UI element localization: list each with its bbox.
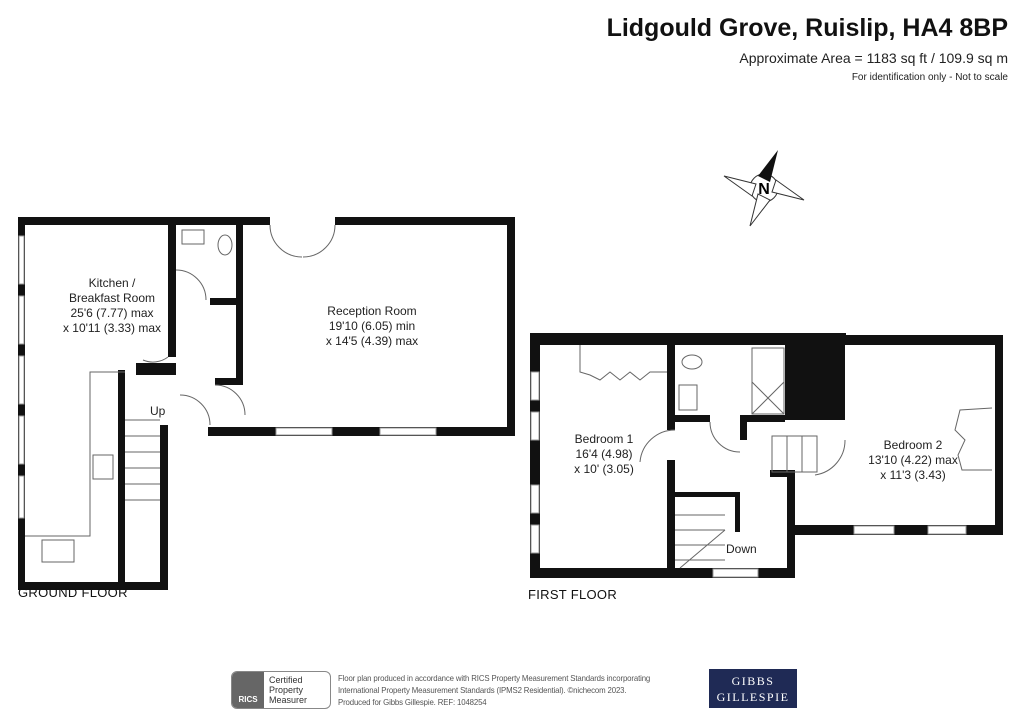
footer-line: Floor plan produced in accordance with R… bbox=[338, 673, 651, 683]
room-name: Breakfast Room bbox=[68, 291, 156, 305]
footer-line: Produced for Gibbs Gillespie. REF: 10482… bbox=[338, 697, 487, 707]
room-name: Reception Room bbox=[327, 304, 417, 318]
scale-note: For identification only - Not to scale bbox=[851, 72, 1008, 83]
room-dimension: 13'10 (4.22) max bbox=[868, 453, 958, 467]
room-name: Bedroom 2 bbox=[883, 438, 943, 452]
stairs-up-label: Up bbox=[150, 404, 166, 418]
brand-text: GILLESPIE bbox=[716, 690, 790, 704]
first-floor-fittings bbox=[579, 345, 993, 569]
rics-text: Certified bbox=[269, 675, 303, 685]
compass-icon: N bbox=[723, 150, 805, 227]
rics-text: Property bbox=[269, 685, 304, 695]
room-dimension: x 14'5 (4.39) max bbox=[325, 334, 419, 348]
ground-floor-fittings bbox=[25, 224, 336, 563]
property-title: Lidgould Grove, Ruislip, HA4 8BP bbox=[606, 14, 1008, 42]
first-floor-label: FIRST FLOOR bbox=[528, 587, 618, 602]
bedroom1-label: Bedroom 1 16'4 (4.98) x 10' (3.05) bbox=[574, 432, 634, 477]
room-dimension: 19'10 (6.05) min bbox=[328, 319, 416, 333]
ground-floor-windows bbox=[18, 235, 437, 519]
rics-logo: RICS bbox=[232, 672, 264, 708]
bedroom2-label: Bedroom 2 13'10 (4.22) max x 11'3 (3.43) bbox=[868, 438, 958, 483]
ground-floor-label: GROUND FLOOR bbox=[18, 585, 128, 600]
gibbs-gillespie-logo: GIBBS GILLESPIE bbox=[709, 669, 797, 708]
room-dimension: x 11'3 (3.43) bbox=[880, 468, 946, 482]
first-floor-walls bbox=[530, 333, 1003, 578]
approximate-area: Approximate Area = 1183 sq ft / 109.9 sq… bbox=[739, 50, 1008, 66]
ground-floor-walls bbox=[18, 217, 515, 590]
room-dimension: x 10'11 (3.33) max bbox=[62, 321, 162, 335]
brand-text: GIBBS bbox=[731, 674, 775, 688]
room-name: Bedroom 1 bbox=[574, 432, 634, 446]
room-name: Kitchen / bbox=[88, 276, 136, 290]
footer-line: International Property Measurement Stand… bbox=[338, 685, 627, 695]
svg-text:N: N bbox=[758, 181, 770, 198]
rics-badge: RICS Certified Property Measurer bbox=[231, 671, 331, 709]
room-dimension: x 10' (3.05) bbox=[574, 462, 634, 476]
room-dimension: 16'4 (4.98) bbox=[575, 447, 633, 461]
footer-disclaimer: Floor plan produced in accordance with R… bbox=[338, 672, 650, 708]
reception-label: Reception Room 19'10 (6.05) min x 14'5 (… bbox=[326, 304, 418, 349]
first-floor-windows bbox=[530, 371, 967, 578]
rics-text: Measurer bbox=[269, 695, 308, 705]
room-dimension: 25'6 (7.77) max bbox=[70, 306, 154, 320]
stairs-down-label: Down bbox=[726, 542, 757, 556]
kitchen-label: Kitchen / Breakfast Room 25'6 (7.77) max… bbox=[63, 276, 161, 336]
